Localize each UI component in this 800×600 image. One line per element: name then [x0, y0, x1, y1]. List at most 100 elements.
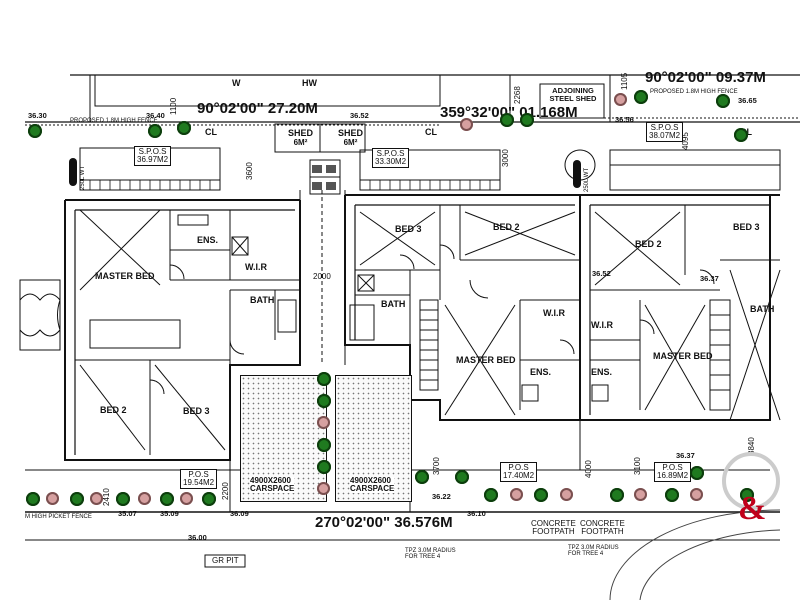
- tree-icon: [317, 394, 331, 408]
- proposed-fence-label-right: PROPOSED 1.8M HIGH FENCE: [650, 89, 738, 95]
- water-tank-label-1: 250L WT: [80, 165, 86, 190]
- bed3-1-label: BED 3: [183, 406, 210, 416]
- tree-icon: [690, 466, 704, 480]
- w-label: W: [232, 78, 241, 88]
- tree-icon: [26, 492, 40, 506]
- dimension-label: 3600: [245, 162, 254, 180]
- tree-icon: [317, 438, 331, 452]
- dimension-label: 3000: [501, 149, 510, 167]
- bearing-top-right: 90°02'00" 09.37M: [645, 69, 766, 86]
- tree-icon: [317, 372, 331, 386]
- level-label: 36.10: [467, 509, 486, 518]
- level-label: 36.30: [28, 111, 47, 120]
- tree-icon: [534, 488, 548, 502]
- water-tank-label-2: 250L WT: [584, 167, 590, 192]
- shrub-icon: [46, 492, 59, 505]
- shed-left-label: SHED 6M²: [288, 128, 314, 147]
- bed2-2-label: BED 2: [493, 222, 520, 232]
- shrub-icon: [634, 488, 647, 501]
- bath-1-label: BATH: [250, 295, 275, 305]
- level-label: 36.52: [350, 111, 369, 120]
- watermark-ampersand: &: [738, 490, 767, 527]
- level-label: 36.09: [230, 509, 249, 518]
- shrub-icon: [317, 416, 330, 429]
- dimension-label: 4095: [681, 132, 690, 150]
- bed2-1-label: BED 2: [100, 405, 127, 415]
- bearing-bottom: 270°02'00" 36.576M: [315, 514, 453, 531]
- shrub-icon: [138, 492, 151, 505]
- cl-label-1: CL: [205, 127, 217, 137]
- picket-fence-label: M HIGH PICKET FENCE: [25, 514, 92, 520]
- level-label: 36.40: [146, 111, 165, 120]
- shrub-icon: [90, 492, 103, 505]
- tree-icon: [634, 90, 648, 104]
- tree-icon: [500, 113, 514, 127]
- tree-icon: [70, 492, 84, 506]
- dimension-label: 3100: [633, 457, 642, 475]
- shrub-icon: [690, 488, 703, 501]
- tree-icon: [160, 492, 174, 506]
- tree-icon: [665, 488, 679, 502]
- level-label: 36.22: [432, 492, 451, 501]
- bed3-2-label: BED 3: [395, 224, 422, 234]
- shed-right-label: SHED 6M²: [338, 128, 364, 147]
- ens-3-label: ENS.: [591, 367, 613, 377]
- bed2-3-label: BED 2: [635, 239, 662, 249]
- tree-icon: [734, 128, 748, 142]
- level-label: 35.07: [118, 509, 137, 518]
- bath-3-label: BATH: [750, 304, 775, 314]
- dimension-label: 2410: [102, 488, 111, 506]
- tree-icon: [28, 124, 42, 138]
- dimension-label: 2200: [221, 482, 230, 500]
- shrub-icon: [614, 93, 627, 106]
- shrub-icon: [510, 488, 523, 501]
- master-bed-1-label: MASTER BED: [95, 271, 155, 281]
- tree-icon: [455, 470, 469, 484]
- tree-icon: [610, 488, 624, 502]
- master-bed-3-label: MASTER BED: [653, 351, 713, 361]
- ens-2-label: ENS.: [530, 367, 552, 377]
- shrub-icon: [180, 492, 193, 505]
- tree-icon: [148, 124, 162, 138]
- adjoining-shed-label: ADJOINING STEEL SHED: [549, 86, 597, 103]
- dimension-label: 1105: [620, 72, 629, 90]
- wir-1-label: W.I.R: [245, 262, 267, 272]
- bed3-3-label: BED 3: [733, 222, 760, 232]
- bearing-top-middle: 359°32'00" 01.168M: [440, 104, 578, 121]
- wir-3-label: W.I.R: [591, 320, 613, 330]
- gr-pit-label: GR PIT: [212, 556, 239, 565]
- cl-label-2: CL: [425, 127, 437, 137]
- bearing-top-left: 90°02'00" 27.20M: [197, 100, 318, 117]
- tree-icon: [202, 492, 216, 506]
- shrub-icon: [460, 118, 473, 131]
- dimension-label: 4000: [584, 460, 593, 478]
- wir-2-label: W.I.R: [543, 308, 565, 318]
- level-label: 36.52: [592, 269, 611, 278]
- bath-2-label: BATH: [381, 299, 406, 309]
- hw-label: HW: [302, 78, 317, 88]
- tree-icon: [484, 488, 498, 502]
- tree-icon: [415, 470, 429, 484]
- tree-icon: [116, 492, 130, 506]
- master-bed-2-label: MASTER BED: [456, 355, 516, 365]
- ens-1-label: ENS.: [197, 235, 219, 245]
- level-label: 36.37: [700, 274, 719, 283]
- level-label: 36.65: [738, 96, 757, 105]
- level-label: 36.00: [188, 533, 207, 542]
- shrub-icon: [560, 488, 573, 501]
- tree-icon: [177, 121, 191, 135]
- tree-icon: [317, 460, 331, 474]
- tree-icon: [520, 113, 534, 127]
- dimension-label: 1100: [169, 97, 178, 115]
